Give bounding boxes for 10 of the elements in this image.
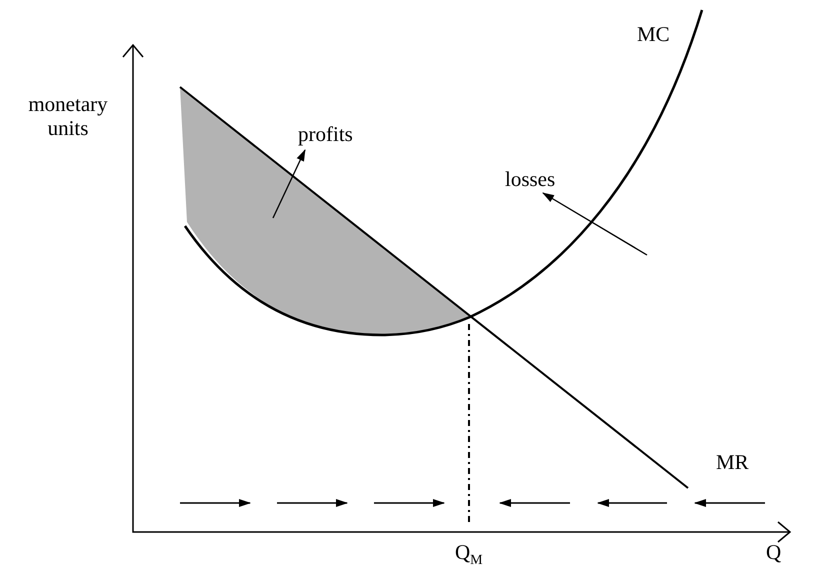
- arrow: [272, 149, 306, 218]
- profit-area: [180, 87, 470, 335]
- region-label: profits: [298, 122, 353, 146]
- axis-label: Q$_{M}$: [455, 540, 483, 570]
- axis-label: monetary units: [27, 92, 109, 140]
- axis-label: MC: [637, 22, 670, 46]
- axis-label: Q: [766, 540, 782, 564]
- axis-label: MR: [716, 450, 749, 474]
- region-label: losses: [505, 167, 556, 191]
- arrow: [542, 192, 648, 256]
